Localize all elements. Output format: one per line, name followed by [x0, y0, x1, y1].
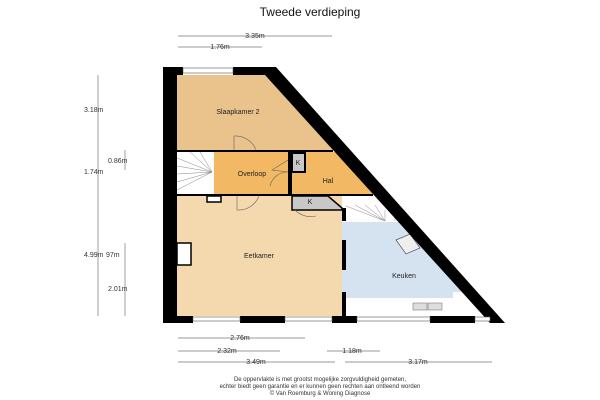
room-label-hal: Hal	[323, 178, 334, 185]
dimension-label: 97m	[106, 252, 120, 259]
dimension-label: 2.32m	[217, 348, 237, 355]
dimension-label: 2.76m	[230, 335, 250, 342]
closet-label: K	[296, 160, 301, 167]
room-eetkamer	[177, 196, 342, 316]
sink-icon	[412, 302, 428, 311]
cooktop-icon	[395, 233, 421, 255]
dimension-label: 3.35m	[245, 33, 265, 40]
windows	[182, 67, 491, 322]
room-keuken	[342, 222, 466, 316]
room-label-slaapkamer: Slaapkamer 2	[216, 109, 259, 116]
room-overloop	[214, 152, 288, 194]
dimension-label: 4.99m	[84, 252, 104, 259]
disclaimer-line: echter biedt geen garantie en er kunnen …	[220, 384, 421, 390]
dimension-label: 3.18m	[84, 107, 104, 114]
dimension-label: 2.01m	[108, 286, 128, 293]
stair-treads	[176, 151, 213, 191]
dimension-label: 1.74m	[84, 169, 104, 176]
dimension-top-part: 1.76m	[178, 44, 262, 51]
dimension-label: 3.49m	[246, 359, 266, 366]
kitchen-stairs	[345, 204, 396, 222]
copyright-line: © Van Roemburg & Woning Diagnose	[270, 390, 371, 397]
room-label-eetkamer: Eetkamer	[244, 253, 275, 260]
dimension-top-total: 3.35m	[178, 33, 332, 40]
dimension-label: 1.18m	[342, 348, 362, 355]
chimney	[176, 242, 192, 266]
room-slaapkamer	[177, 75, 334, 150]
closet-label: K	[308, 199, 313, 206]
room-label-keuken: Keuken	[392, 273, 416, 280]
room-label-overloop: Overloop	[238, 171, 267, 178]
dimension-label: 1.76m	[210, 44, 230, 51]
shaft	[206, 195, 222, 203]
disclaimer-line: De oppervlakte is met grootst mogelijke …	[234, 377, 406, 383]
plan-title: Tweede verdieping	[260, 5, 361, 19]
sink-icon	[427, 302, 443, 311]
door-swings	[233, 135, 317, 217]
walls	[163, 67, 505, 323]
dimension-label: 0.86m	[108, 158, 128, 165]
dimension-label: 3.17m	[408, 359, 428, 366]
room-hal	[292, 152, 376, 194]
